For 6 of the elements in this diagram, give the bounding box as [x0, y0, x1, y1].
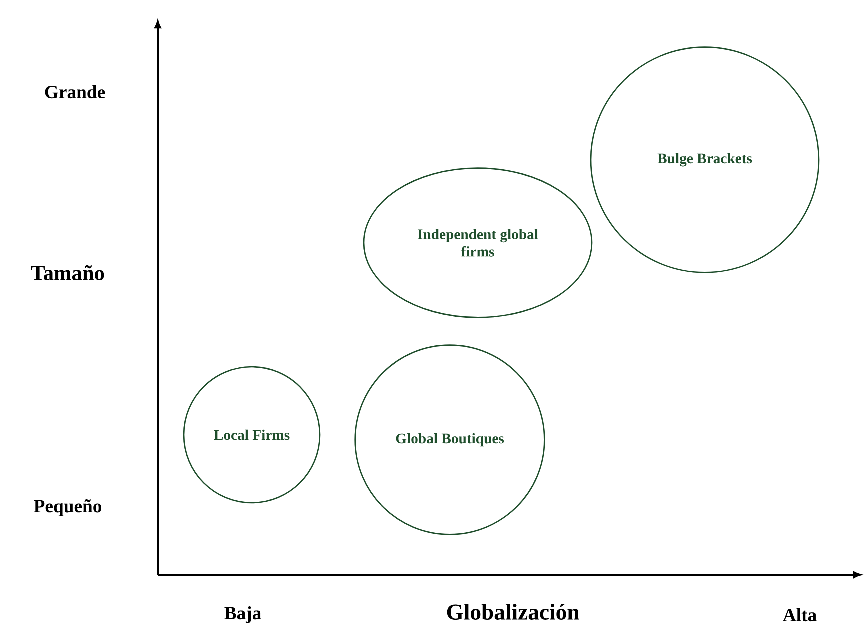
- axis-label: Globalización: [447, 604, 580, 620]
- axis-label: Tamaño: [31, 265, 104, 281]
- axis-label: Grande: [45, 85, 106, 99]
- axis-label: Pequeño: [34, 500, 102, 516]
- axis-label: Alta: [783, 608, 817, 622]
- axis-label: Baja: [224, 606, 262, 624]
